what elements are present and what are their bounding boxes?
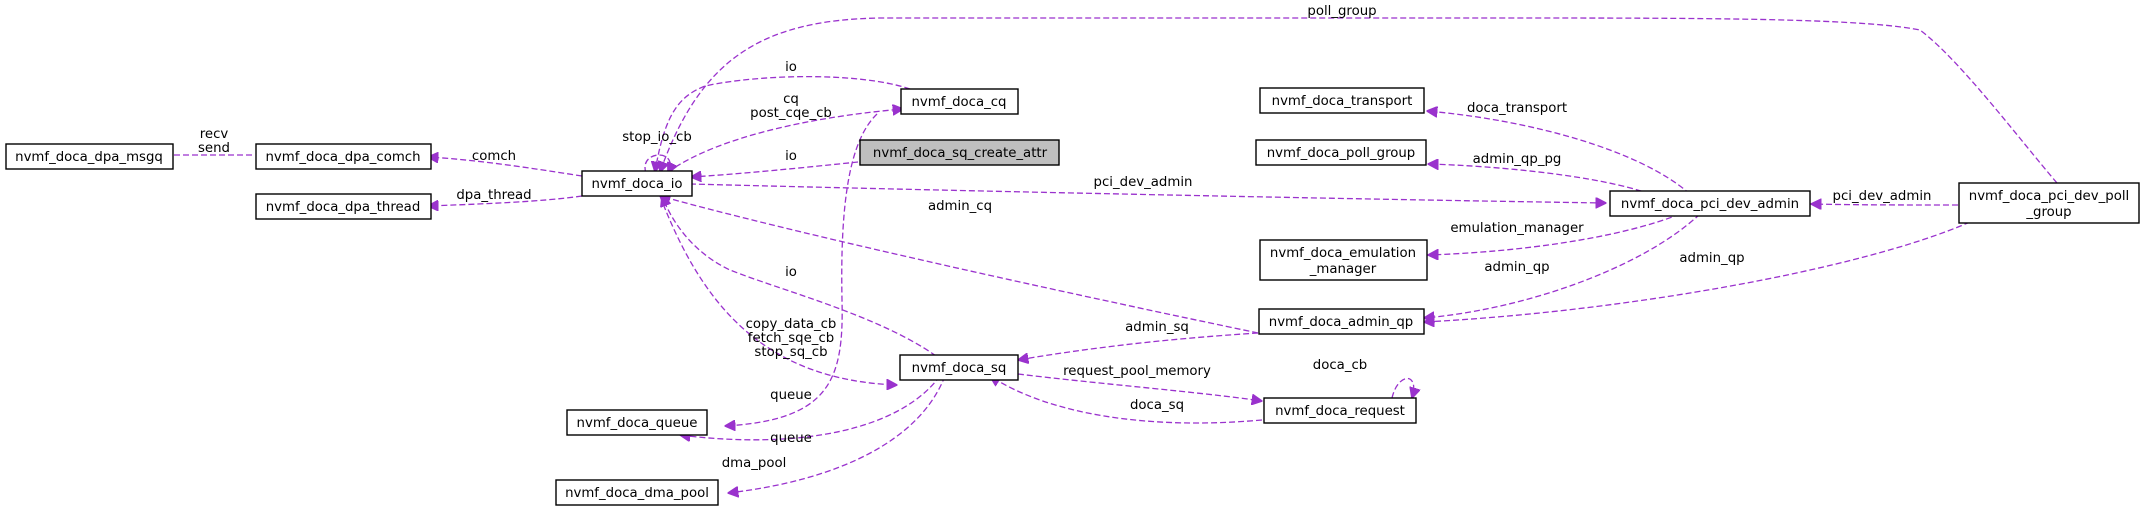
edge-cq-to-queue <box>725 113 878 426</box>
edge-adminqp-to-io <box>660 196 1259 334</box>
label-io-from-cq: io <box>785 60 797 75</box>
node-label: nvmf_doca_request <box>1275 404 1405 419</box>
label-admin-qp-1: admin_qp <box>1484 260 1549 275</box>
node-label: nvmf_doca_io <box>591 177 682 192</box>
label-queue-from-cq: queue <box>770 388 812 403</box>
node-label: nvmf_doca_sq_create_attr <box>873 146 1048 161</box>
node-nvmf-doca-dma-pool[interactable]: nvmf_doca_dma_pool <box>555 479 719 506</box>
edge-io-to-comch <box>428 157 583 177</box>
node-nvmf-doca-dpa-msgq[interactable]: nvmf_doca_dpa_msgq <box>5 143 174 170</box>
edge-io-to-dpa-thread <box>428 195 583 206</box>
label-stop-sq-cb: stop_sq_cb <box>754 345 827 360</box>
label-admin-qp-2: admin_qp <box>1679 251 1744 266</box>
label-fetch-sqe-cb: fetch_sqe_cb <box>748 331 834 346</box>
label-io-from-attr: io <box>785 149 797 164</box>
label-dma-pool: dma_pool <box>722 456 787 471</box>
node-label: nvmf_doca_queue <box>577 416 698 431</box>
edge-sq-to-io <box>662 196 937 357</box>
label-recv: recv <box>200 127 229 142</box>
edges <box>162 17 2058 493</box>
label-post-cqe-cb: post_cqe_cb <box>750 106 832 121</box>
label-poll-group: poll_group <box>1307 4 1376 19</box>
node-label: nvmf_doca_transport <box>1272 94 1413 109</box>
label-copy-data-cb: copy_data_cb <box>746 317 837 332</box>
node-nvmf-doca-sq[interactable]: nvmf_doca_sq <box>899 354 1019 381</box>
label-io-from-sq: io <box>785 265 797 280</box>
label-comch: comch <box>472 149 516 164</box>
node-label: nvmf_doca_cq <box>911 95 1006 110</box>
node-nvmf-doca-pci-dev-admin[interactable]: nvmf_doca_pci_dev_admin <box>1609 190 1811 217</box>
node-nvmf-doca-queue[interactable]: nvmf_doca_queue <box>566 409 708 436</box>
edge-labels: recv send comch dpa_thread stop_io_cb io… <box>198 4 1931 471</box>
edge-sq-to-dma-pool <box>728 375 946 493</box>
edge-pollgroup-to-pci-dev-admin <box>1811 204 1959 205</box>
node-label: nvmf_doca_pci_dev_admin <box>1621 197 1799 212</box>
label-cq: cq <box>783 92 799 107</box>
node-nvmf-doca-sq-create-attr[interactable]: nvmf_doca_sq_create_attr <box>859 139 1060 166</box>
edge-request-self-doca-cb <box>1391 378 1414 399</box>
node-nvmf-doca-io[interactable]: nvmf_doca_io <box>581 170 693 197</box>
label-pci-dev-admin-io: pci_dev_admin <box>1094 175 1193 190</box>
edge-pollgroup-to-admin-qp <box>1424 221 1971 322</box>
node-label-line-1: nvmf_doca_emulation <box>1270 246 1416 261</box>
node-label: nvmf_doca_admin_qp <box>1269 315 1413 330</box>
node-nvmf-doca-dpa-thread[interactable]: nvmf_doca_dpa_thread <box>255 193 432 220</box>
label-admin-cq: admin_cq <box>928 199 992 214</box>
node-nvmf-doca-request[interactable]: nvmf_doca_request <box>1263 397 1417 424</box>
edge-io-to-pci-dev-admin <box>689 183 1606 203</box>
nodes: nvmf_doca_dpa_msgq nvmf_doca_dpa_comch n… <box>5 87 2140 506</box>
label-admin-sq: admin_sq <box>1125 320 1189 335</box>
edge-io-to-sq <box>659 195 897 385</box>
node-nvmf-doca-dpa-comch[interactable]: nvmf_doca_dpa_comch <box>255 143 432 170</box>
node-label: nvmf_doca_dpa_comch <box>265 150 420 165</box>
label-emulation-manager: emulation_manager <box>1450 221 1584 236</box>
edge-sq-to-request <box>1017 373 1262 401</box>
label-admin-qp-pg: admin_qp_pg <box>1473 152 1562 167</box>
node-label-line-2: _manager <box>1309 262 1377 277</box>
node-nvmf-doca-poll-group[interactable]: nvmf_doca_poll_group <box>1255 139 1427 166</box>
label-doca-sq: doca_sq <box>1130 398 1184 413</box>
node-label: nvmf_doca_dma_pool <box>565 486 709 501</box>
edge-attr-to-io <box>691 161 859 177</box>
node-label-line-2: _group <box>2025 205 2071 220</box>
node-label: nvmf_doca_sq <box>912 361 1007 376</box>
node-label: nvmf_doca_poll_group <box>1267 146 1416 161</box>
node-label: nvmf_doca_dpa_msgq <box>15 150 163 165</box>
node-label-line-1: nvmf_doca_pci_dev_poll <box>1969 189 2129 204</box>
edge-request-to-sq <box>990 376 1263 424</box>
label-stop-io-cb: stop_io_cb <box>622 130 692 145</box>
node-nvmf-doca-transport[interactable]: nvmf_doca_transport <box>1259 87 1425 114</box>
edge-pci-to-emulation-manager <box>1428 213 1681 255</box>
label-send: send <box>198 141 230 156</box>
edge-pci-to-poll-group <box>1428 164 1651 195</box>
label-dpa-thread: dpa_thread <box>456 188 531 203</box>
node-nvmf-doca-cq[interactable]: nvmf_doca_cq <box>900 88 1019 115</box>
node-nvmf-doca-pci-dev-poll-group[interactable]: nvmf_doca_pci_dev_poll _group <box>1958 182 2140 224</box>
label-queue-from-sq: queue <box>770 431 812 446</box>
edge-cq-to-io <box>655 75 911 172</box>
label-pci-dev-admin-pg: pci_dev_admin <box>1833 189 1932 204</box>
label-doca-transport: doca_transport <box>1467 101 1567 116</box>
node-nvmf-doca-admin-qp[interactable]: nvmf_doca_admin_qp <box>1258 308 1425 335</box>
edge-adminqp-to-sq <box>1018 332 1259 360</box>
node-nvmf-doca-emulation-manager[interactable]: nvmf_doca_emulation _manager <box>1259 239 1428 281</box>
label-doca-cb: doca_cb <box>1313 358 1367 373</box>
edge-pci-to-transport <box>1427 111 1691 195</box>
node-label: nvmf_doca_dpa_thread <box>266 200 421 215</box>
edge-pollgroup-to-io <box>660 17 2058 184</box>
label-request-pool-memory: request_pool_memory <box>1063 364 1211 379</box>
